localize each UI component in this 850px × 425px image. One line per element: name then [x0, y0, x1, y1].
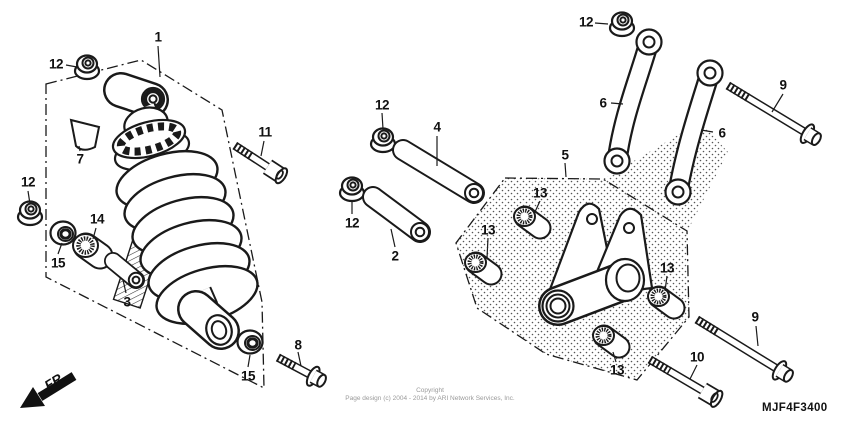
callout-4[interactable]: 4 — [433, 119, 441, 135]
callout-9[interactable]: 9 — [779, 77, 787, 93]
callout-3[interactable]: 3 — [123, 294, 131, 310]
callout-11[interactable]: 11 — [258, 124, 272, 140]
callout-9[interactable]: 9 — [751, 309, 759, 325]
flange-nut-12a — [73, 54, 101, 81]
front-direction-arrow-icon — [20, 372, 77, 408]
linkage-arm-right — [664, 59, 724, 206]
callout-12[interactable]: 12 — [344, 215, 360, 231]
callout-13[interactable]: 13 — [609, 362, 625, 378]
bushing-15a — [49, 220, 77, 246]
callout-2[interactable]: 2 — [391, 248, 399, 264]
leader-lines — [27, 22, 784, 380]
copyright-line2: Page design (c) 2004 - 2014 by ARI Netwo… — [345, 395, 515, 403]
copyright-notice: Copyright Page design (c) 2004 - 2014 by… — [310, 387, 550, 404]
callout-13[interactable]: 13 — [659, 260, 675, 276]
shock-group-boundary — [45, 59, 265, 390]
callout-12[interactable]: 12 — [578, 14, 594, 30]
callout-7[interactable]: 7 — [76, 151, 84, 167]
flange-bolt-8 — [275, 353, 327, 388]
diagram-code: MJF4F3400 — [762, 402, 828, 414]
callout-10[interactable]: 10 — [689, 349, 705, 365]
cushion-arm — [538, 202, 654, 326]
flange-nut-12c — [369, 127, 397, 154]
socket-bolt-10 — [647, 355, 724, 408]
stopper-tab — [69, 118, 101, 151]
callout-6[interactable]: 6 — [599, 95, 607, 111]
callout-14[interactable]: 14 — [89, 211, 105, 227]
callout-13[interactable]: 13 — [532, 185, 548, 201]
callout-12[interactable]: 12 — [48, 56, 64, 72]
collar-2 — [362, 186, 431, 243]
callout-12[interactable]: 12 — [374, 97, 390, 113]
callout-15[interactable]: 15 — [50, 255, 66, 271]
copyright-line1: Copyright — [416, 387, 444, 394]
flange-nut-12d — [338, 176, 366, 203]
shock-absorber — [103, 72, 259, 350]
linkage-arm-left — [603, 28, 663, 175]
callout-13[interactable]: 13 — [480, 222, 496, 238]
collar-4 — [392, 139, 485, 204]
callout-15[interactable]: 15 — [240, 368, 256, 384]
socket-bolt-11 — [232, 141, 289, 185]
collar-3 — [104, 252, 145, 289]
flange-bolt-9-top — [725, 81, 822, 146]
callout-1[interactable]: 1 — [154, 29, 162, 45]
needle-bearing-14 — [73, 234, 100, 257]
callout-6[interactable]: 6 — [718, 125, 726, 141]
flange-nut-12e — [608, 11, 636, 38]
callout-12[interactable]: 12 — [20, 174, 36, 190]
callout-8[interactable]: 8 — [294, 337, 302, 353]
flange-nut-12b — [16, 200, 44, 227]
flange-bolt-9-bottom — [694, 315, 794, 383]
bushing-15b — [236, 329, 264, 355]
callout-5[interactable]: 5 — [561, 147, 569, 163]
